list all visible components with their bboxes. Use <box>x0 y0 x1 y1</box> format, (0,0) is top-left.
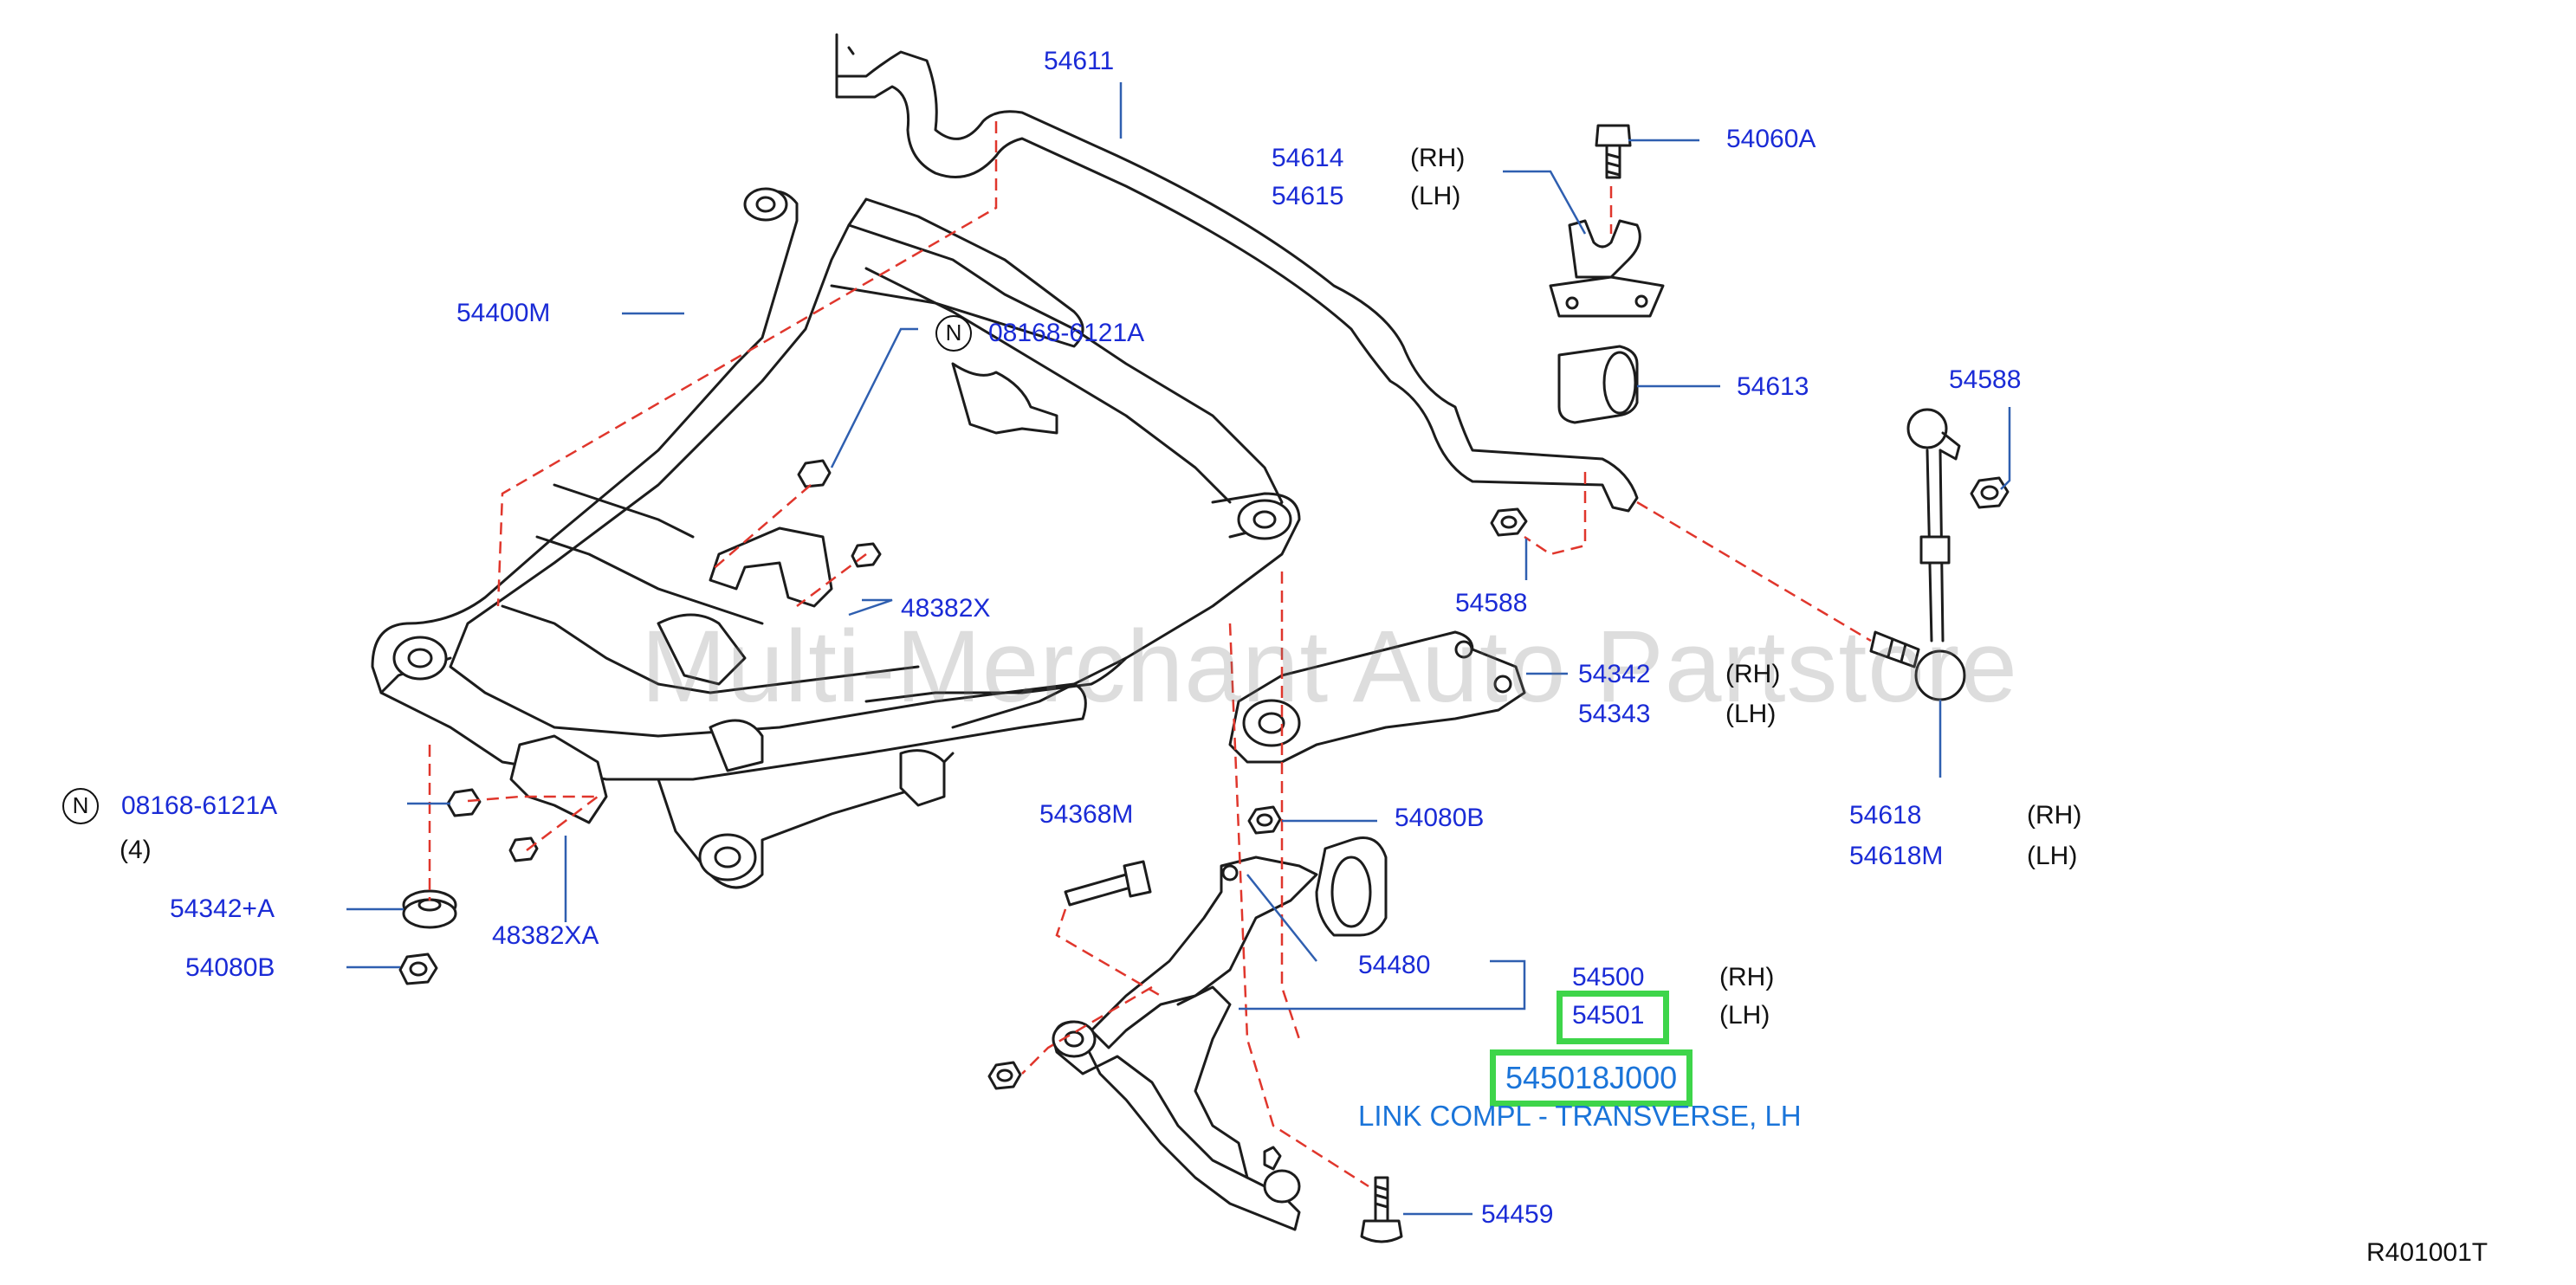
assembly-guide-lines <box>428 121 1872 1188</box>
bushing-54342a <box>402 889 457 929</box>
nut-arm-left <box>987 1061 1022 1090</box>
nut-48382xa <box>508 836 539 862</box>
bolt-54459 <box>1360 1176 1403 1243</box>
stabilizer-bracket <box>1549 219 1665 318</box>
watermark-text: Multi-Merchant Auto Partstore <box>641 610 2018 724</box>
bolt-54368m <box>1064 860 1152 907</box>
callout-leader-lines <box>346 82 2011 1216</box>
bracket-48382x <box>709 526 833 608</box>
nut-54588-mid <box>1490 507 1528 537</box>
stabilizer-bar <box>835 33 1639 513</box>
mount-bracket <box>1228 630 1526 764</box>
diagram-reference-code: R401001T <box>2366 1238 2489 1267</box>
bushing-54613 <box>1557 345 1639 424</box>
nut-54588-link <box>1970 476 2010 509</box>
transverse-link <box>1052 836 1388 1231</box>
nut-08168-left <box>446 788 482 817</box>
front-crossmember <box>371 187 1301 889</box>
washer-54080b-left <box>398 952 438 985</box>
stabilizer-link <box>1869 408 1966 701</box>
bracket-48382xa <box>509 734 608 824</box>
washer-54080b-mid <box>1247 805 1282 835</box>
nut-08168-top <box>797 459 832 488</box>
bolt-54060a <box>1595 124 1632 179</box>
